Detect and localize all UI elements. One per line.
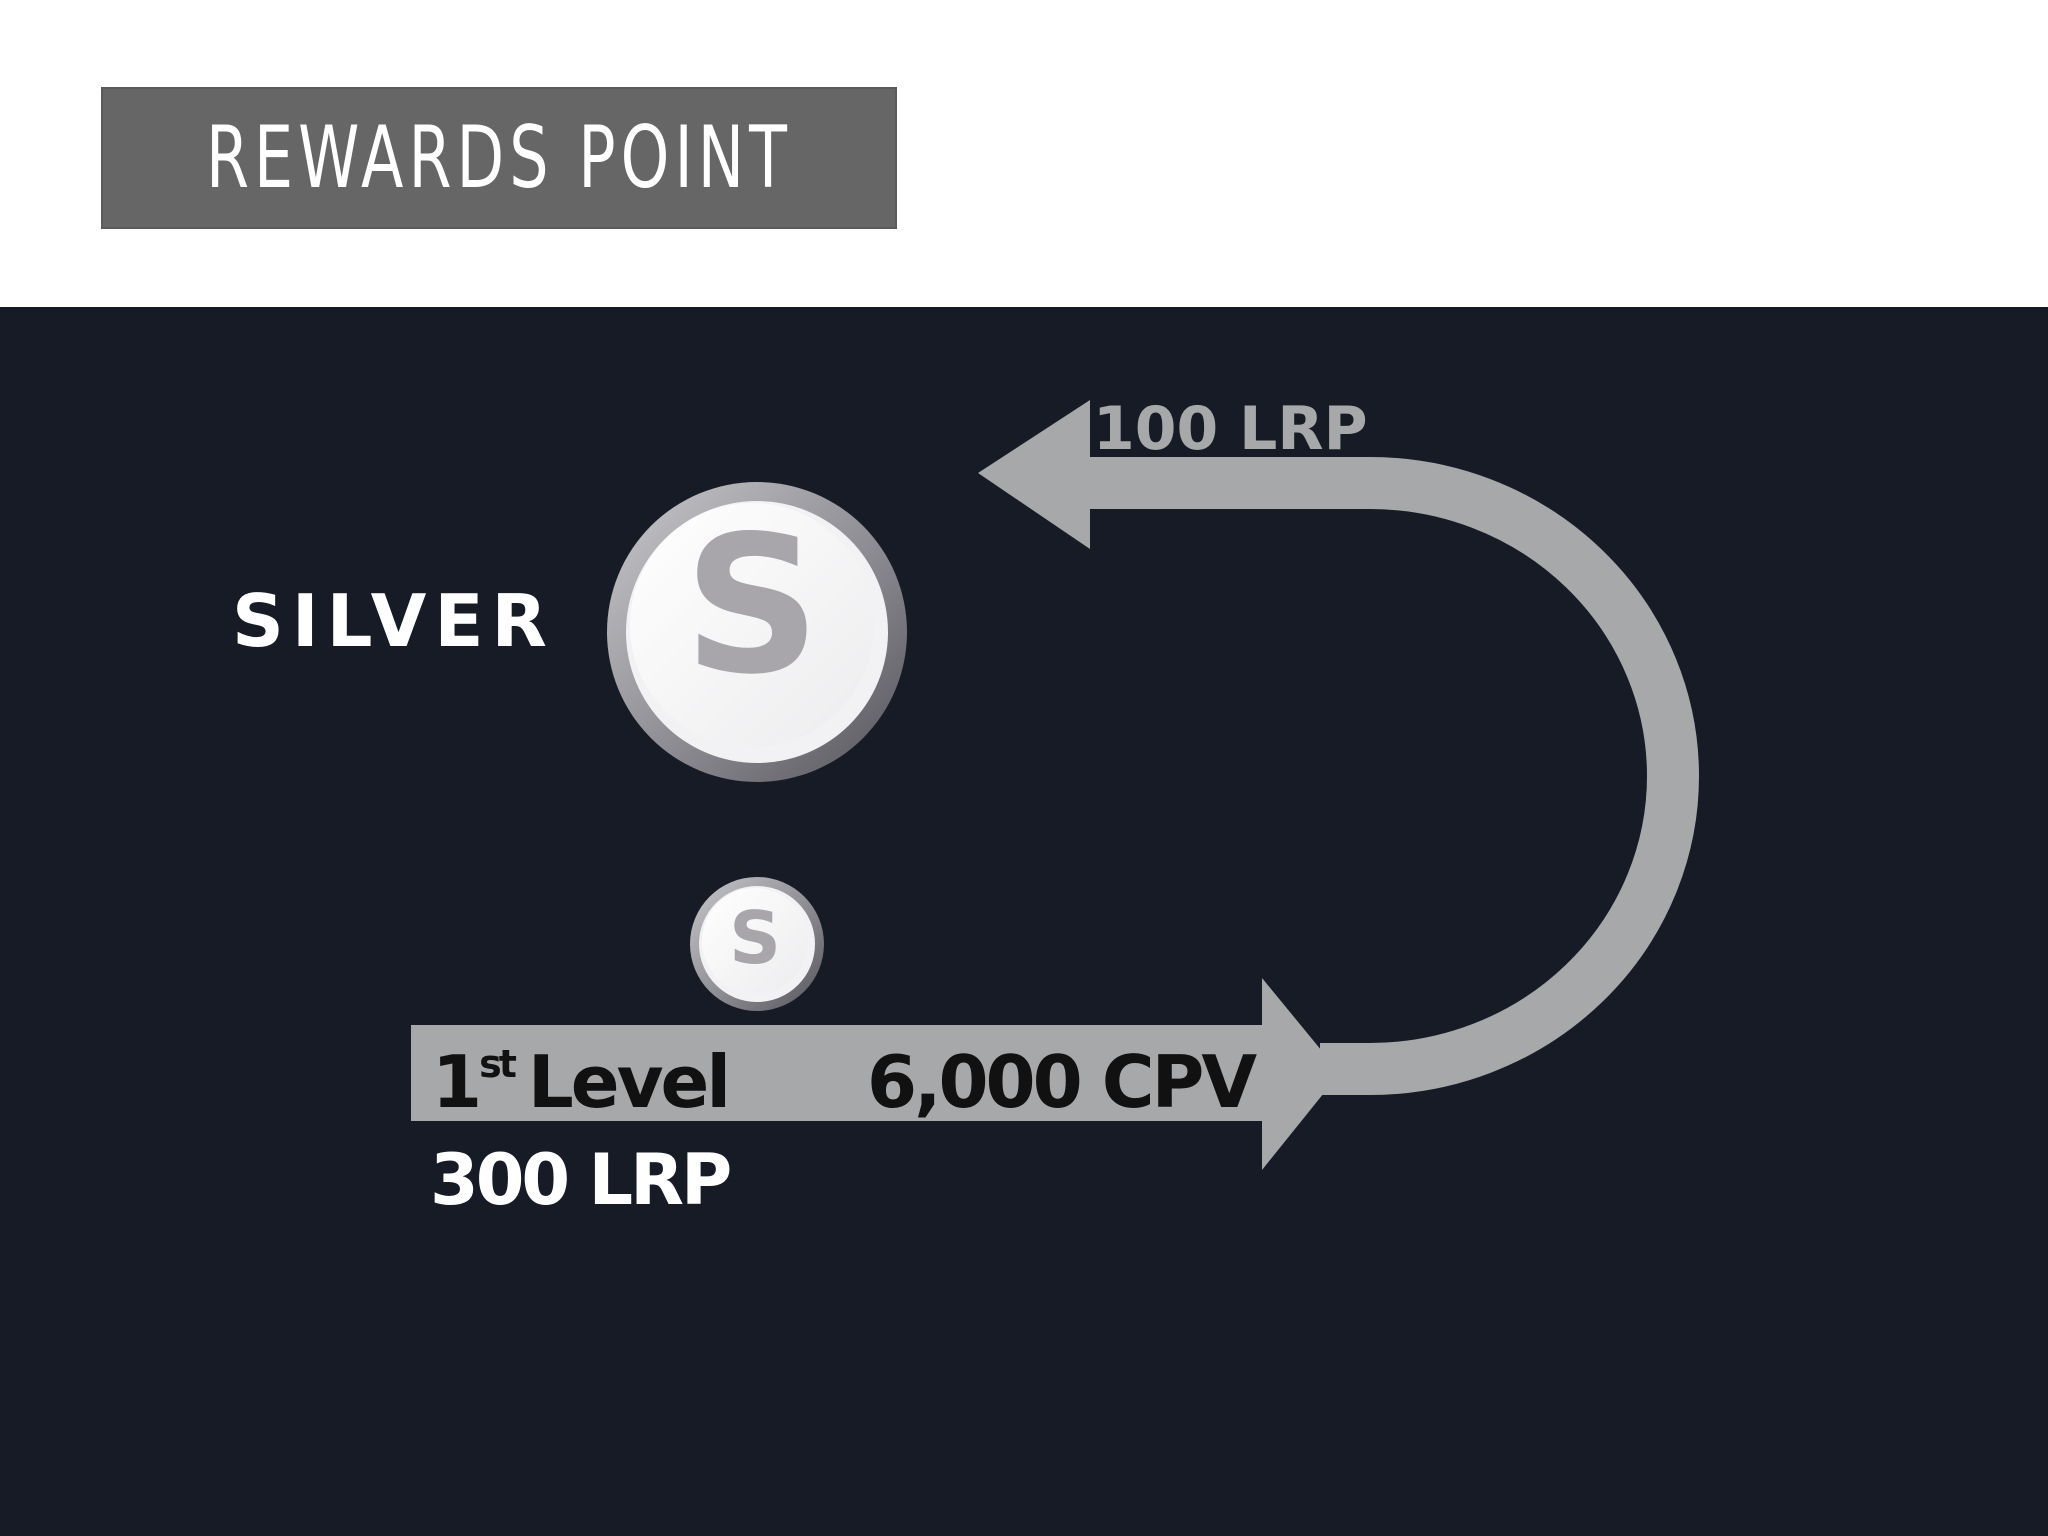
level-arrowhead <box>1262 978 1340 1170</box>
return-arrow-curve <box>1320 457 1699 1095</box>
level-word: Level <box>528 1040 728 1124</box>
return-arrow <box>978 400 1699 1095</box>
level-number: 1 <box>432 1040 479 1124</box>
level-badge-letter: S <box>729 896 781 980</box>
silver-badge-letter: S <box>684 495 821 716</box>
level-badge: S <box>690 877 824 1011</box>
header: REWARDS POINT <box>0 0 2048 307</box>
level-reward: 300 LRP <box>430 1139 730 1221</box>
level-suffix: st <box>479 1042 517 1086</box>
return-arrowhead <box>978 400 1100 549</box>
return-arrow-shaft <box>1085 457 1325 509</box>
level-requirement: 6,000 CPV <box>867 1040 1257 1124</box>
level-arrow <box>411 978 1340 1170</box>
level-arrow-bar <box>411 1025 1271 1121</box>
tier-label: SILVER <box>232 579 555 663</box>
silver-badge: S <box>607 482 907 782</box>
page-title: REWARDS POINT <box>205 108 793 208</box>
title-banner: REWARDS POINT <box>101 87 897 229</box>
return-reward-label: 100 LRP <box>1093 394 1368 464</box>
